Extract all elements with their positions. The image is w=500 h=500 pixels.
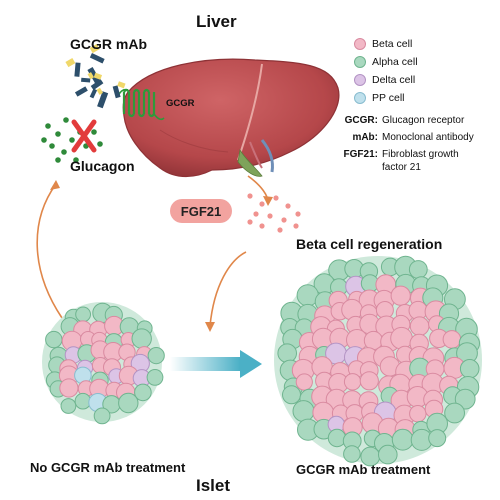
legend-item-pp: PP cell	[354, 90, 405, 106]
abbr-mab: mAb: Monoclonal antibody	[352, 132, 474, 143]
glucagon-dot	[41, 137, 47, 143]
alpha-cell	[277, 343, 298, 364]
glucagon-label: Glucagon	[70, 158, 135, 174]
gcgr-receptor	[117, 88, 165, 121]
glucagon-dot	[63, 117, 69, 123]
alpha-cell	[146, 369, 164, 386]
alpha-cell	[343, 445, 361, 463]
beta-cell	[390, 285, 411, 306]
glucagon-dot	[55, 131, 61, 137]
alpha-cell	[93, 407, 111, 425]
islet-title: Islet	[196, 476, 231, 495]
alpha-cell	[459, 359, 480, 379]
beta-cell	[343, 373, 362, 391]
alpha-cell	[444, 402, 466, 424]
alpha-cell	[60, 398, 77, 414]
alpha-cell	[75, 306, 91, 323]
beta-cell	[359, 371, 379, 391]
abbr-gcgr: GCGR: Glucagon receptor	[344, 115, 465, 126]
fgf21-dot	[293, 223, 299, 229]
legend-item-beta: Beta cell	[354, 36, 412, 52]
glucagon-dot	[45, 123, 51, 129]
fgf21-badge: FGF21	[170, 199, 232, 223]
glucagon-molecules	[41, 117, 103, 163]
beta-cell	[295, 373, 313, 391]
beta-cell-swatch	[354, 38, 366, 50]
gcgr-label: GCGR	[166, 98, 195, 109]
beta-cell	[442, 330, 462, 349]
legend-label: Beta cell	[372, 38, 413, 50]
glucagon-dot	[73, 157, 79, 163]
beta-regeneration-label: Beta cell regeneration	[296, 236, 443, 252]
flow-arrows	[36, 175, 273, 332]
alpha-cell	[282, 385, 301, 405]
treatment-arrow	[170, 350, 262, 378]
beta-cell	[59, 378, 79, 398]
arrow-regeneration-to-islet	[209, 251, 247, 327]
fgf21-molecules	[247, 193, 301, 233]
glucagon-dot	[55, 157, 61, 163]
fgf21-dot	[267, 213, 273, 219]
glucagon-dot	[49, 143, 55, 149]
abbr-fgf21-cont: factor 21	[382, 162, 421, 173]
alpha-cell	[45, 330, 63, 349]
legend-label: Delta cell	[372, 74, 416, 86]
alpha-cell	[378, 444, 398, 465]
beta-cell	[390, 326, 413, 350]
glucagon-dot	[97, 141, 103, 147]
abbr-fgf21: FGF21: Fibroblast growth	[343, 149, 459, 160]
alpha-cell	[147, 347, 165, 365]
blocked-x-icon	[71, 119, 97, 153]
alpha-cell-swatch	[354, 56, 366, 68]
fgf21-dot	[285, 203, 291, 209]
glucagon-dot	[61, 149, 67, 155]
alpha-cell	[408, 260, 428, 279]
fgf21-dot	[277, 227, 283, 233]
liver-title: Liver	[196, 12, 237, 31]
liver-illustration	[122, 58, 340, 178]
legend-label: Alpha cell	[372, 56, 418, 68]
fgf21-dot	[247, 193, 253, 199]
arrow-islet-to-glucagon	[36, 183, 63, 319]
alpha-cell	[134, 383, 152, 402]
fgf21-dot	[259, 201, 265, 207]
alpha-cell	[292, 400, 315, 423]
fgf21-dot	[253, 211, 259, 217]
pp-cell-swatch	[354, 92, 366, 104]
beta-cell	[409, 405, 427, 423]
glucagon-dot	[91, 129, 97, 135]
alpha-cell	[454, 388, 476, 410]
islet-untreated	[42, 302, 165, 425]
alpha-cell	[391, 428, 414, 451]
legend-item-alpha: Alpha cell	[354, 54, 418, 70]
fgf21-dot	[295, 211, 301, 217]
gcgr-mab-label: GCGR mAb	[70, 36, 147, 52]
alpha-cell	[327, 428, 347, 448]
beta-cell	[409, 316, 430, 337]
legend-item-delta: Delta cell	[354, 72, 415, 88]
fgf21-dot	[281, 217, 287, 223]
fgf21-dot	[259, 223, 265, 229]
delta-cell-swatch	[354, 74, 366, 86]
alpha-cell	[118, 392, 139, 414]
alpha-cell	[74, 392, 92, 410]
glucagon-dot	[69, 137, 75, 143]
legend-label: PP cell	[372, 92, 405, 104]
alpha-cell	[428, 429, 447, 448]
fgf21-dot	[247, 219, 253, 225]
fgf21-dot	[273, 195, 279, 201]
untreated-islet-label: No GCGR mAb treatment	[30, 460, 186, 475]
islet-treated	[274, 255, 482, 467]
alpha-cell	[131, 328, 152, 349]
treated-islet-label: GCGR mAb treatment	[296, 462, 431, 477]
antibody-icon	[65, 43, 126, 109]
